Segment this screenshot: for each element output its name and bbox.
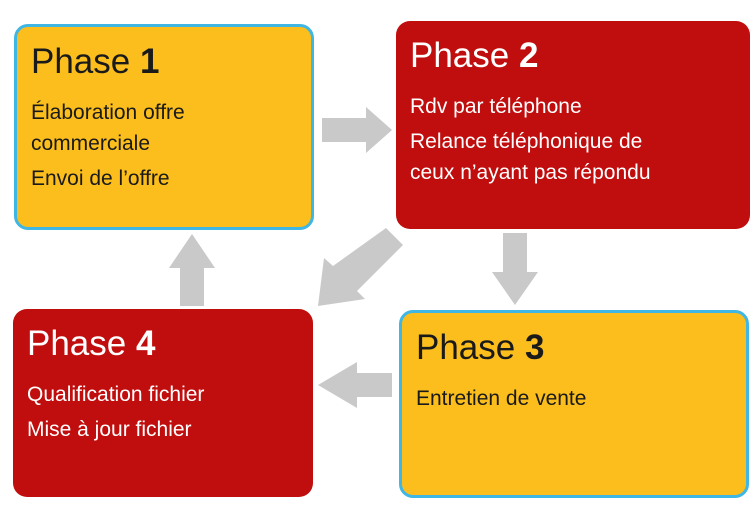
phase-2-line-2: Relance téléphonique de [410,130,643,153]
arrow-phase3-to-phase4 [318,362,392,408]
phase-2-line-1: Rdv par téléphone [410,95,582,118]
phase-1-line-2: commerciale [31,132,151,155]
phase-3-line-1: Entretien de vente [416,387,587,410]
phase-3-box: Phase 3 Entretien de vente [399,310,749,498]
arrow-phase2-to-phase3 [492,233,538,305]
phase-2-line-3: ceux n’ayant pas répondu [410,161,651,184]
phase-4-line-2: Mise à jour fichier [27,418,192,441]
phase-4-line-1: Qualification fichier [27,383,205,406]
phase-2-box: Phase 2 Rdv par téléphone Relance téléph… [396,21,750,229]
phase-2-title: Phase 2 [410,36,539,75]
phase-1-title: Phase 1 [31,42,160,81]
phase-4-title: Phase 4 [27,324,156,363]
phase-3-title: Phase 3 [416,328,545,367]
phase-1-line-1: Élaboration offre [31,101,185,124]
phase-4-box: Phase 4 Qualification fichier Mise à jou… [13,309,313,497]
phase-1-line-3: Envoi de l’offre [31,167,170,190]
phase-1-box: Phase 1 Élaboration offre commerciale En… [14,24,314,230]
arrow-phase2-to-phase4 [318,228,403,306]
arrow-phase4-to-phase1 [169,234,215,306]
arrow-phase1-to-phase2 [322,107,392,153]
